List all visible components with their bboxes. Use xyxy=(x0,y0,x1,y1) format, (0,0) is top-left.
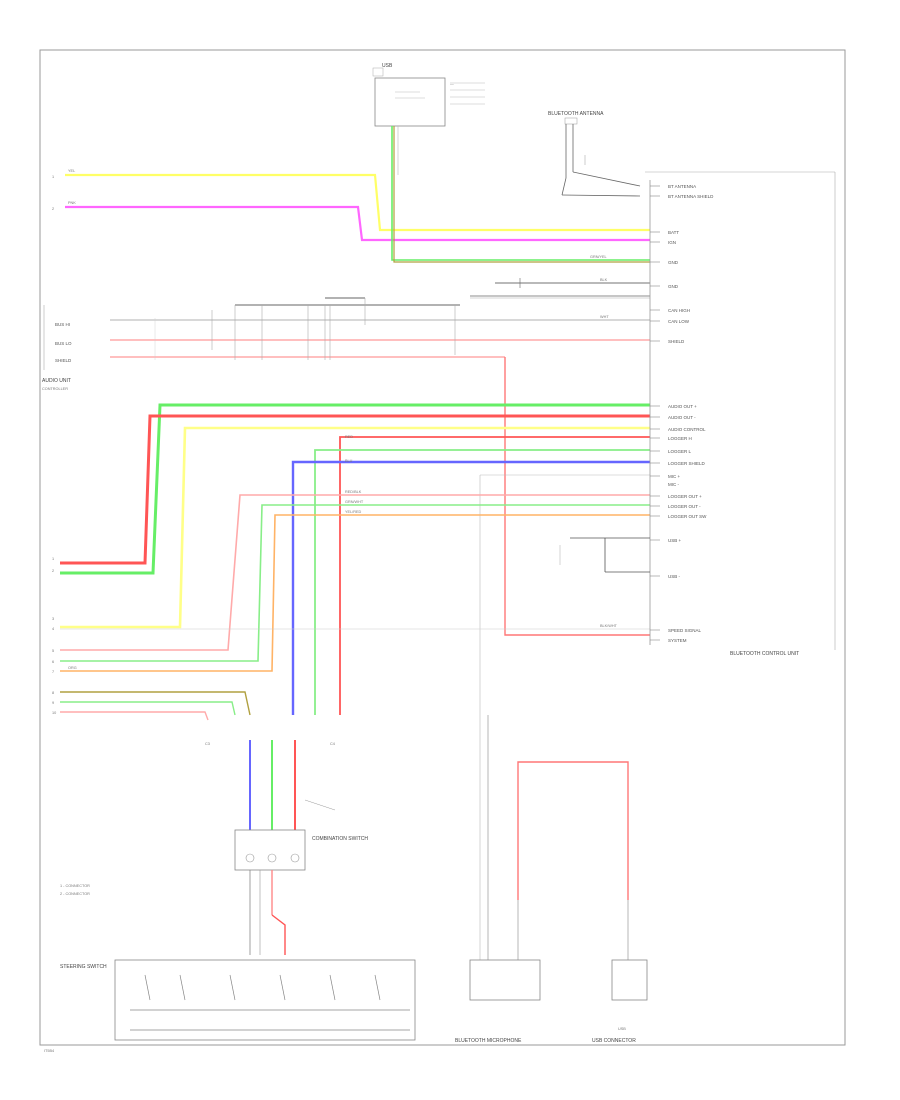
svg-text:C3: C3 xyxy=(205,742,210,746)
svg-text:SHIELD: SHIELD xyxy=(55,358,72,363)
wire-red-2 xyxy=(339,436,650,715)
right-module: BLUETOOTH CONTROL UNIT BT ANTENNA BT ANT… xyxy=(645,171,836,657)
pin-label: LOGGER H xyxy=(668,436,692,441)
wire-orange-logger xyxy=(60,514,650,672)
wire-magenta xyxy=(65,205,650,242)
pin-label: MIC - xyxy=(668,482,679,487)
pin-label: IGN xyxy=(668,240,676,245)
pin-label: USB - xyxy=(668,574,681,579)
wire-label: RED/BLK xyxy=(345,490,362,494)
top-module-label: USB xyxy=(382,63,393,69)
pin-label: SYSTEM xyxy=(668,638,687,643)
wire-blue xyxy=(291,460,650,715)
wire-green-2 xyxy=(314,449,650,715)
svg-text:9: 9 xyxy=(52,701,54,705)
left-controller-label: CONTROLLER xyxy=(42,387,68,391)
pin-label: BATT xyxy=(668,230,679,235)
pin-label: AUDIO OUT - xyxy=(668,415,696,420)
svg-text:—: — xyxy=(450,82,454,86)
svg-text:5: 5 xyxy=(52,649,54,653)
pin-label: LOGGER L xyxy=(668,449,692,454)
pin-label: LOGGER OUT + xyxy=(668,494,702,499)
svg-text:1: 1 xyxy=(52,557,54,561)
wire-label: BLK/WHT xyxy=(600,624,618,628)
svg-text:2: 2 xyxy=(52,207,54,211)
svg-text:BUS LO: BUS LO xyxy=(55,341,72,346)
pin-label: GND xyxy=(668,284,679,289)
svg-text:8: 8 xyxy=(52,691,54,695)
svg-text:BUS HI: BUS HI xyxy=(55,322,70,327)
left-note-2: 2 - CONNECTOR xyxy=(60,892,90,896)
wire-label: ORG xyxy=(68,666,77,670)
wire-yellow-main xyxy=(60,426,650,629)
pin-label: CAN LOW xyxy=(668,319,690,324)
wire-labels: YEL PNK GRN/YEL BLK RED BLU WHT ORG RED/… xyxy=(68,169,618,670)
pin-label: BT ANTENNA xyxy=(668,184,696,189)
wire-label: YEL/RED xyxy=(345,510,362,514)
wire-green-main xyxy=(60,403,650,575)
svg-text:10: 10 xyxy=(52,711,56,715)
wire-label: GRN/WHT xyxy=(345,500,364,504)
wire-yellow-top xyxy=(65,173,650,232)
right-module-label: BLUETOOTH CONTROL UNIT xyxy=(730,651,799,657)
pin-label: CAN HIGH xyxy=(668,308,690,313)
steering-switch-label: STEERING SWITCH xyxy=(60,964,107,970)
svg-text:6: 6 xyxy=(52,660,54,664)
left-terminals: 1 2 3 4 5 6 7 8 9 10 1 2 xyxy=(52,175,56,715)
svg-text:4: 4 xyxy=(52,627,54,631)
left-note-1: 1 - CONNECTOR xyxy=(60,884,90,888)
pin-label: USB + xyxy=(668,538,682,543)
wire-pink-bottom xyxy=(60,711,209,721)
wire-red-main xyxy=(60,414,650,565)
svg-text:7: 7 xyxy=(52,670,54,674)
wire-pink-speed xyxy=(504,357,650,636)
usb-connector-block: USB CONNECTOR USB xyxy=(592,959,648,1044)
wire-olive-top xyxy=(393,126,650,263)
wire-green-logger xyxy=(60,504,650,662)
pin-label: MIC + xyxy=(668,474,680,479)
steering-switch-box: STEERING SWITCH xyxy=(60,959,416,1041)
wire-label: RED xyxy=(345,435,353,439)
svg-text:2: 2 xyxy=(52,569,54,573)
svg-text:USB: USB xyxy=(618,1027,626,1031)
combination-switch: COMBINATION SWITCH C3 C4 xyxy=(205,742,368,871)
wire-pink-logger xyxy=(60,494,650,651)
pin-label: LOGGER OUT SW xyxy=(668,514,707,519)
pin-label: GND xyxy=(668,260,679,265)
antenna: BLUETOOTH ANTENNA xyxy=(548,111,641,197)
wire-label: PNK xyxy=(68,201,76,205)
pin-label: SPEED SIGNAL xyxy=(668,628,702,633)
usb-subblock xyxy=(559,537,650,573)
pin-label: AUDIO OUT + xyxy=(668,404,697,409)
pin-label: LOGGER SHIELD xyxy=(668,461,706,466)
wire-label: GRN/YEL xyxy=(590,255,607,259)
wire-label: BLK xyxy=(600,278,608,282)
left-bus: BUS HI BUS LO SHIELD AUDIO UNIT CONTROLL… xyxy=(42,305,72,391)
corner-note: IT5B4 xyxy=(44,1049,54,1053)
antenna-label: BLUETOOTH ANTENNA xyxy=(548,111,604,117)
wire-label: BLU xyxy=(345,459,353,463)
usb-connector-label: USB CONNECTOR xyxy=(592,1038,636,1044)
pin-label: LOGGER OUT - xyxy=(668,504,701,509)
wire-green-bottom xyxy=(60,701,236,716)
wire-label: WHT xyxy=(600,315,609,319)
wire-green-top xyxy=(391,126,650,261)
diagram-frame xyxy=(39,49,846,1046)
svg-text:3: 3 xyxy=(52,617,54,621)
wire-label: YEL xyxy=(68,169,75,173)
pin-label: AUDIO CONTROL xyxy=(668,427,706,432)
wire-red-loop xyxy=(517,761,629,900)
pin-label: BT ANTENNA SHIELD xyxy=(668,194,714,199)
microphone-block: BLUETOOTH MICROPHONE xyxy=(455,715,541,1044)
left-bus-label: AUDIO UNIT xyxy=(42,378,71,384)
combination-switch-label: COMBINATION SWITCH xyxy=(312,836,368,842)
svg-text:C4: C4 xyxy=(330,742,335,746)
pin-label: SHIELD xyxy=(668,339,685,344)
wire-olive-bottom xyxy=(60,691,251,716)
svg-text:1: 1 xyxy=(52,175,54,179)
top-module: USB — xyxy=(372,63,485,127)
microphone-label: BLUETOOTH MICROPHONE xyxy=(455,1038,522,1044)
